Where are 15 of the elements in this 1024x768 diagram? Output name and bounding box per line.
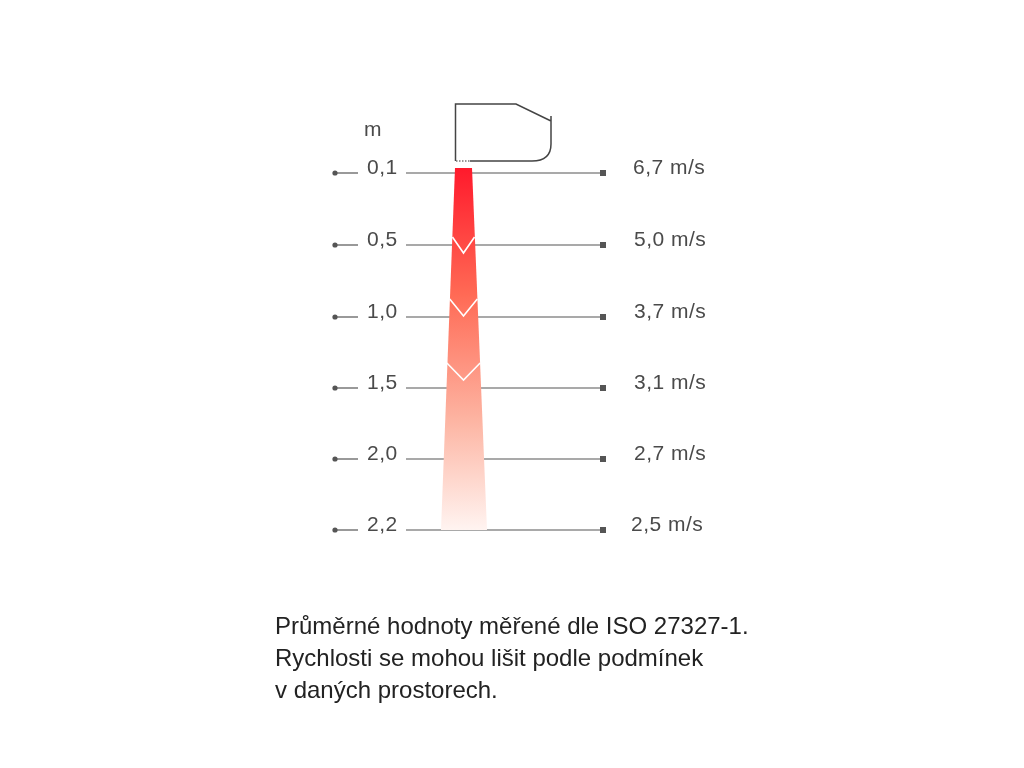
velocity-label: 5,0 m/s (634, 227, 707, 251)
velocity-label: 3,1 m/s (634, 370, 707, 394)
distance-label: 2,0 (367, 441, 398, 465)
note-text: Průměrné hodnoty měřené dle ISO 27327-1. (275, 611, 749, 641)
distance-label: 2,2 (367, 512, 398, 536)
distance-label: 0,5 (367, 227, 398, 251)
velocity-label: 3,7 m/s (634, 299, 707, 323)
velocity-label: 6,7 m/s (633, 155, 706, 179)
distance-label: 1,5 (367, 370, 398, 394)
velocity-label: 2,5 m/s (631, 512, 704, 536)
distance-label: 1,0 (367, 299, 398, 323)
unit-label: m (364, 117, 382, 141)
distance-label: 0,1 (367, 155, 398, 179)
velocity-label: 2,7 m/s (634, 441, 707, 465)
note-text: Rychlosti se mohou lišit podle podmínek v daných prostorech. (275, 643, 705, 705)
